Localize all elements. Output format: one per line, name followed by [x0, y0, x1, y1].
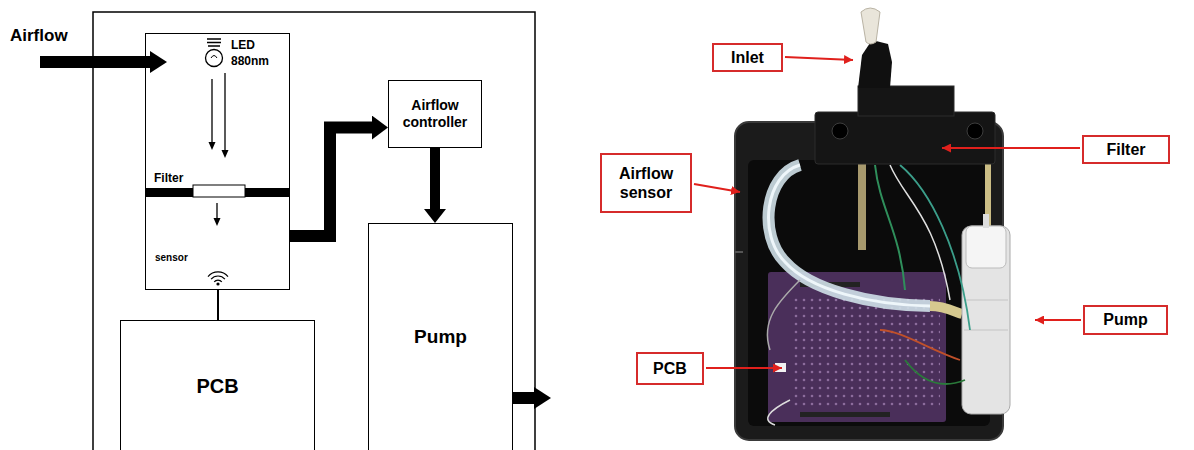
box-label: Pump: [1103, 310, 1147, 329]
box-label: Pump: [414, 326, 467, 349]
box-label: PCB: [196, 374, 238, 398]
device-outline: [93, 12, 535, 450]
device-photo: [735, 8, 1010, 440]
part-label: Filter: [154, 170, 183, 186]
optical-chamber: LED 880nmFilter sensor: [145, 33, 290, 290]
chamber-parts: [145, 39, 290, 286]
box-label: Airflow sensor: [610, 164, 682, 202]
callout-label: Pump: [1083, 305, 1168, 335]
callout-label: Airflow sensor: [600, 153, 692, 213]
box-label: Filter: [1106, 140, 1145, 159]
part-label: sensor: [155, 251, 188, 265]
box-label: Airflow controller: [393, 97, 477, 131]
callout-label: Filter: [1082, 135, 1170, 164]
part-label: LED 880nm: [231, 37, 276, 69]
flow-connector: [430, 148, 440, 209]
inflow-arrow: [40, 51, 167, 73]
flow-connector: [217, 290, 219, 320]
flow-label: Airflow: [10, 26, 68, 46]
callout-label: Inlet: [712, 43, 783, 72]
outflow-arrow: [513, 387, 551, 409]
flow-connector: [290, 128, 372, 236]
pcb-box: PCB: [120, 320, 315, 450]
box-label: Inlet: [731, 48, 764, 67]
pump-box: Pump: [368, 223, 513, 450]
callout-label: PCB: [636, 352, 704, 385]
box-label: PCB: [653, 359, 687, 378]
leader-lines: [694, 57, 1081, 368]
controller-box: Airflow controller: [388, 80, 482, 148]
